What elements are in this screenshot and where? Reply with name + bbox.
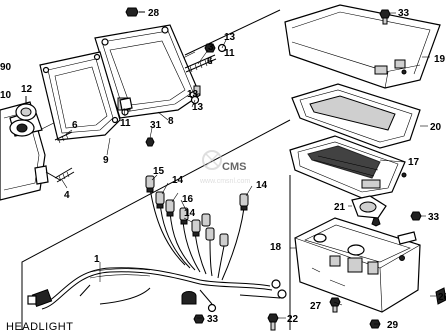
lens-20	[291, 83, 421, 149]
grommet-13	[190, 43, 227, 105]
socket-cluster	[201, 213, 229, 247]
meter-case-18	[294, 217, 421, 313]
bolt-28: 28	[125, 7, 160, 19]
label-6: 6	[72, 120, 78, 131]
wire-harness-1	[27, 187, 287, 313]
label-14-b: 14	[184, 208, 196, 219]
label-19: 19	[434, 54, 446, 65]
nut-6	[204, 43, 216, 53]
label-4: 4	[64, 190, 70, 201]
spring-4	[54, 167, 75, 183]
label-9: 9	[103, 155, 109, 166]
headlight-rim-7	[39, 51, 121, 141]
part-26	[435, 287, 446, 305]
label-33-mid: 33	[428, 212, 440, 223]
bolt-31	[145, 137, 155, 147]
label-29: 29	[387, 320, 399, 331]
socket-14-a	[155, 191, 165, 209]
bulb-12	[15, 96, 37, 121]
label-26: 26	[438, 292, 446, 303]
label-28: 28	[148, 8, 160, 19]
leader-lines	[61, 12, 436, 325]
socket-14-b	[179, 207, 189, 225]
label-13-low: 13	[192, 102, 204, 113]
clip-11	[119, 97, 133, 111]
clip-33-bottom	[181, 291, 205, 324]
cms-watermark: CMS www.cmsnl.com	[199, 150, 250, 185]
label-11-top: 11	[224, 48, 235, 59]
screw-6-left	[54, 131, 73, 144]
label-13-top: 13	[224, 32, 236, 43]
socket-16	[165, 199, 175, 217]
label-15: 15	[153, 166, 165, 177]
bolt-22	[267, 313, 279, 331]
label-1: 1	[94, 254, 100, 265]
bolt-27	[329, 297, 341, 313]
label-33-bottom: 33	[207, 314, 219, 325]
label-10: 10	[0, 90, 12, 101]
diagram-title: HEADLIGHT	[6, 321, 73, 333]
label-20: 20	[430, 122, 442, 133]
label-17: 17	[408, 157, 420, 168]
label-11: 11	[120, 118, 131, 129]
label-18: 18	[270, 242, 282, 253]
label-33-top: 33	[398, 8, 410, 19]
label-6-top: 6	[207, 56, 213, 67]
bolt-33-top	[379, 9, 391, 25]
label-31: 31	[150, 120, 162, 131]
label-14-a: 14	[172, 175, 184, 186]
label-27: 27	[310, 301, 322, 312]
label-3: 3	[208, 42, 214, 53]
watermark-url: www.cmsnl.com	[199, 178, 250, 185]
label-21: 21	[334, 202, 346, 213]
watermark-logo: CMS	[222, 161, 246, 173]
label-22: 22	[287, 314, 299, 325]
label-90: 90	[0, 62, 12, 73]
bracket-21	[351, 195, 387, 227]
label-12: 12	[21, 84, 33, 95]
meter-cover-19	[284, 4, 441, 89]
display-panel-17	[289, 135, 407, 199]
label-16: 16	[182, 194, 194, 205]
screw-33-mid	[410, 211, 422, 221]
socket-15	[145, 175, 155, 193]
frame-line-left	[21, 119, 291, 330]
socket-14-c	[191, 219, 201, 237]
label-13-mid: 13	[187, 89, 199, 100]
frame-line-center	[184, 9, 281, 56]
label-14-d: 14	[256, 180, 268, 191]
socket-14-d	[239, 193, 249, 211]
label-8: 8	[168, 116, 174, 127]
